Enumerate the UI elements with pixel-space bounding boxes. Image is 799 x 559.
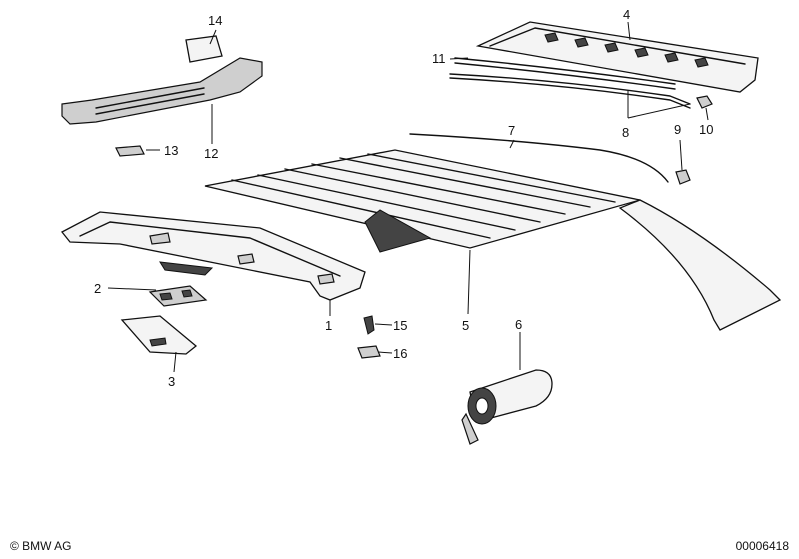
- trim-strips-part: [449, 57, 691, 109]
- callout-8: 8: [622, 125, 629, 140]
- callout-15: 15: [393, 318, 407, 333]
- leader-lines: [107, 21, 709, 373]
- reference-code: 00006418: [735, 539, 789, 553]
- callout-9: 9: [674, 122, 681, 137]
- callout-1: 1: [325, 318, 332, 333]
- headliner-part: [204, 149, 782, 331]
- callout-7: 7: [508, 123, 515, 138]
- wire-strip-part: [409, 133, 669, 183]
- light-cover-part: [120, 315, 198, 355]
- callout-2: 2: [94, 281, 101, 296]
- cap-part: [185, 35, 223, 63]
- rear-trim-part: [475, 21, 759, 93]
- callout-14: 14: [208, 13, 222, 28]
- front-trim-panel-part: [61, 211, 366, 301]
- callout-11: 11: [432, 51, 446, 66]
- callout-16: 16: [393, 346, 407, 361]
- callout-12: 12: [204, 146, 218, 161]
- grab-handle-part: [61, 57, 263, 125]
- callout-13: 13: [164, 143, 178, 158]
- interior-light-part: [148, 285, 208, 307]
- callout-6: 6: [515, 317, 522, 332]
- callout-10: 10: [699, 122, 713, 137]
- screw-15-part: [363, 315, 375, 335]
- material-roll-part: [461, 369, 553, 445]
- clip-nut-part: [357, 345, 381, 359]
- callout-4: 4: [623, 7, 630, 22]
- callout-3: 3: [168, 374, 175, 389]
- screw-13-part: [115, 145, 145, 157]
- callout-5: 5: [462, 318, 469, 333]
- clip-parts: [675, 95, 713, 185]
- copyright-text: © BMW AG: [10, 539, 72, 553]
